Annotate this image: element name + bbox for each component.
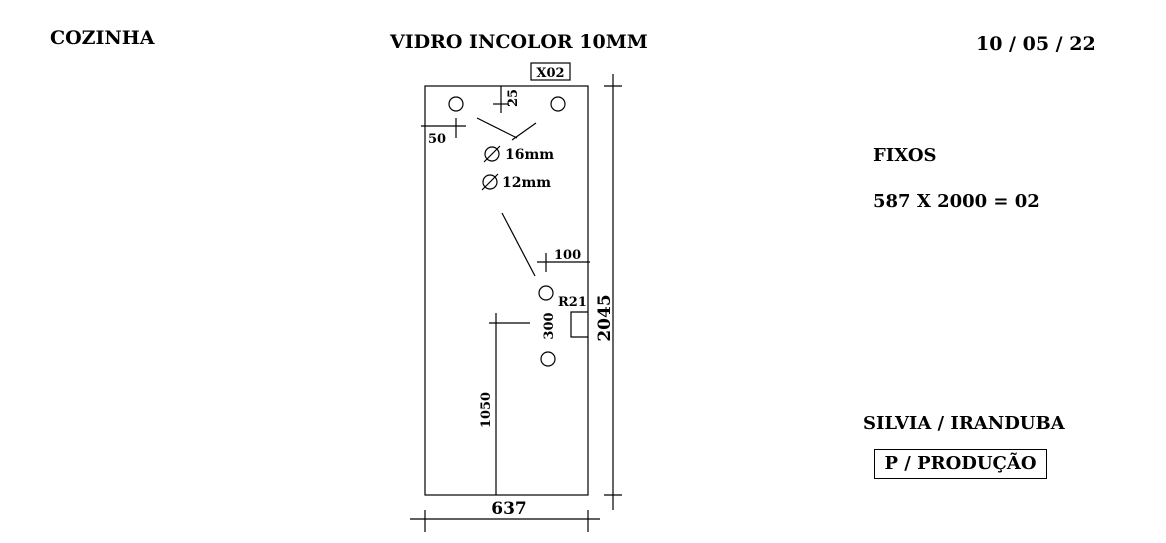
piece-quantity: 587 X 2000 = 02 xyxy=(873,191,1040,212)
width-dim-label: 637 xyxy=(491,499,527,519)
diameter-12-symbol xyxy=(482,174,498,190)
height-dim-label: 2045 xyxy=(595,294,615,341)
spacing-label: 300 xyxy=(542,312,557,339)
diameter-12-slash xyxy=(481,173,499,191)
top-offset-label: 25 xyxy=(506,89,521,107)
diameter-16-slash xyxy=(483,145,501,163)
piece-type: FIXOS xyxy=(873,145,937,166)
hole-middle xyxy=(538,285,554,301)
leader-line-a xyxy=(476,117,518,139)
piece-code-box xyxy=(530,62,571,81)
hole-top-right xyxy=(550,96,566,112)
diameter-16-label: 16mm xyxy=(505,147,554,163)
hole-lower xyxy=(540,351,556,367)
room-title: COZINHA xyxy=(50,27,155,49)
left-offset-label: 50 xyxy=(428,132,446,147)
date: 10 / 05 / 22 xyxy=(976,33,1096,55)
notch-radius-label: R21 xyxy=(558,295,587,310)
side-offset-label: 100 xyxy=(554,248,581,263)
notch-outline xyxy=(570,311,588,338)
glass-outline xyxy=(424,85,589,496)
piece-code: X02 xyxy=(536,66,564,81)
production-box: P / PRODUÇÃO xyxy=(874,449,1047,479)
leader-line-b xyxy=(511,122,537,141)
diameter-16-symbol xyxy=(484,146,500,162)
leader-line-c xyxy=(501,212,536,277)
diameter-12-label: 12mm xyxy=(502,175,551,191)
bottom-dim-label: 1050 xyxy=(479,392,494,428)
client-name: SILVIA / IRANDUBA xyxy=(863,413,1065,434)
hole-top-left xyxy=(448,96,464,112)
glass-spec: VIDRO INCOLOR 10MM xyxy=(390,31,648,53)
